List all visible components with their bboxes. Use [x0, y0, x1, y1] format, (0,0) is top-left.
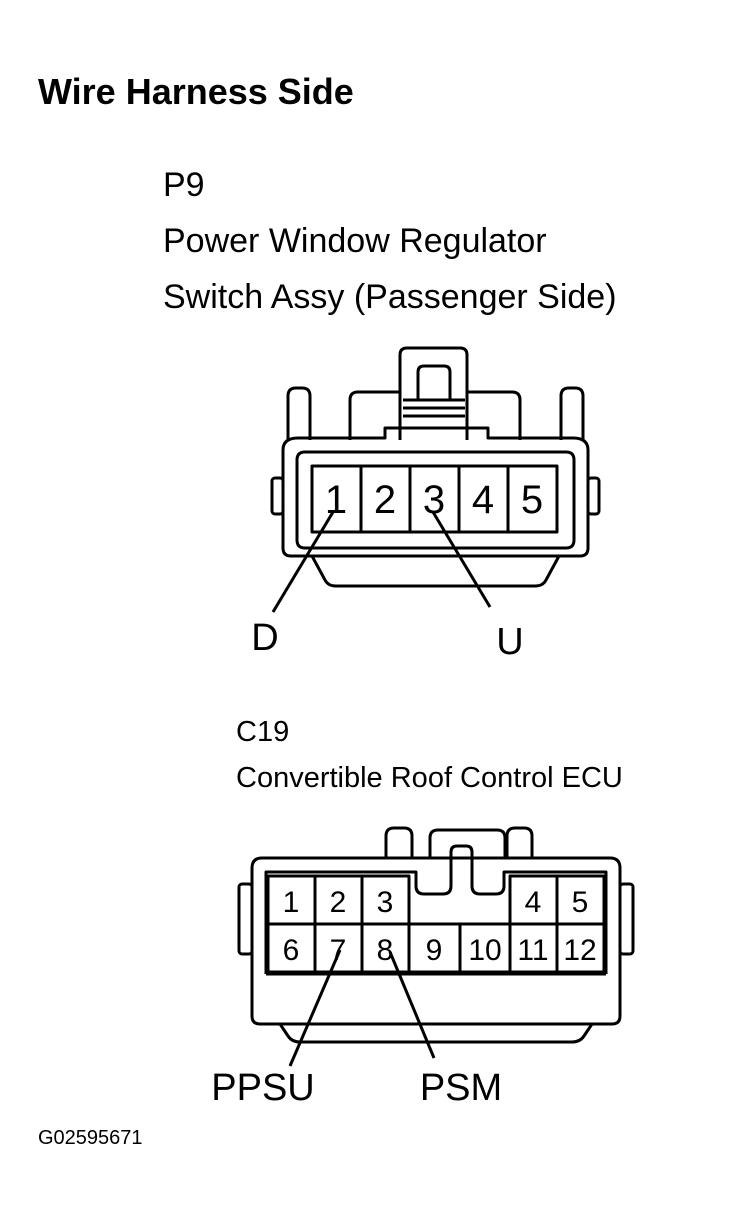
c19-pin-12: 12 — [563, 934, 596, 967]
p9-pin-3: 3 — [423, 478, 445, 522]
c19-pin-6: 6 — [283, 934, 300, 967]
p9-callout-d: D — [251, 617, 278, 659]
c19-connector-housing — [237, 826, 635, 1044]
p9-connector-housing — [270, 346, 601, 588]
p9-pin-2: 2 — [374, 478, 396, 522]
c19-pin-5: 5 — [572, 886, 589, 919]
figure-code: G02595671 — [38, 1127, 143, 1149]
c19-pin-7: 7 — [330, 934, 347, 967]
p9-pin-1: 1 — [325, 478, 347, 522]
c19-pin-11: 11 — [517, 934, 548, 967]
c19-connector-name: Convertible Roof Control ECU — [236, 762, 623, 794]
c19-callout-ppsu: PPSU — [211, 1067, 314, 1109]
p9-connector-name-line1: Power Window Regulator — [163, 222, 547, 260]
leader-line-u — [431, 511, 492, 608]
p9-callout-u: U — [496, 621, 523, 663]
c19-connector-id: C19 — [236, 716, 290, 748]
leader-line-psm — [388, 951, 436, 1059]
page-title: Wire Harness Side — [38, 71, 354, 112]
c19-pin-3: 3 — [377, 886, 394, 919]
p9-pin-5: 5 — [521, 478, 543, 522]
c19-pin-1: 1 — [283, 886, 300, 919]
p9-connector-name-line2: Switch Assy (Passenger Side) — [163, 278, 617, 316]
leader-line-d — [271, 511, 335, 613]
c19-callout-psm: PSM — [420, 1067, 502, 1109]
c19-pin-8: 8 — [377, 934, 394, 967]
leader-line-ppsu — [288, 949, 342, 1067]
c19-pin-2: 2 — [330, 886, 347, 919]
c19-pin-9: 9 — [426, 934, 443, 967]
p9-connector-id: P9 — [163, 166, 205, 204]
p9-pin-4: 4 — [472, 478, 494, 522]
c19-pin-10: 10 — [468, 934, 501, 967]
c19-pin-4: 4 — [525, 886, 542, 919]
